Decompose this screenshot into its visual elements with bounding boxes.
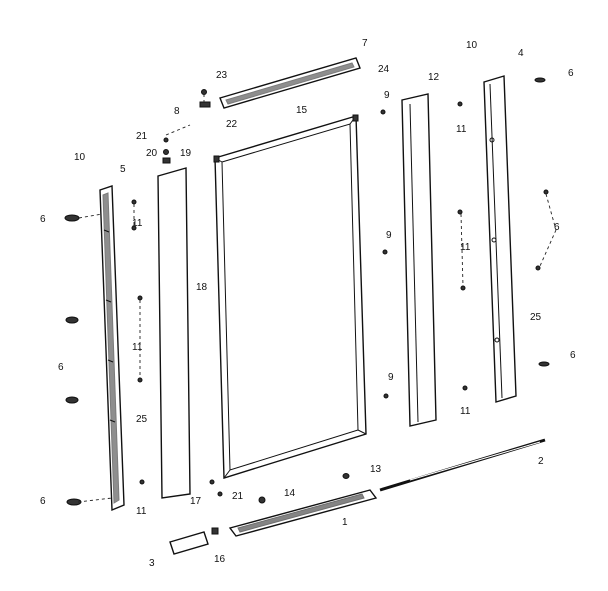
top-track-part: [199, 57, 361, 109]
label-16: 16: [214, 554, 226, 565]
right-strike-part: [483, 75, 517, 403]
bottom-rod-part: [379, 438, 546, 492]
label-14: 14: [284, 488, 296, 499]
label-11b: 11: [132, 342, 143, 353]
label-12: 12: [428, 72, 440, 83]
hanger-parts: [162, 124, 223, 497]
label-13: 13: [370, 464, 382, 475]
label-15: 15: [296, 105, 308, 116]
label-9a: 9: [384, 90, 390, 101]
label-21a: 21: [136, 131, 148, 142]
right-screws: [534, 77, 557, 367]
label-7: 7: [362, 38, 368, 49]
label-21b: 21: [232, 491, 244, 502]
label-9b: 9: [386, 230, 392, 241]
label-6b: 6: [58, 362, 64, 373]
label-10b: 10: [466, 40, 478, 51]
label-11d: 11: [456, 124, 467, 135]
door-panel-part: [157, 167, 191, 499]
label-2: 2: [538, 456, 544, 467]
label-11a: 11: [132, 218, 143, 229]
glass-frame-part: [213, 114, 367, 479]
bottom-sill-part: [228, 489, 378, 537]
small-parts: [169, 473, 350, 555]
label-6a: 6: [40, 214, 46, 225]
label-20: 20: [146, 148, 158, 159]
label-10a: 10: [74, 152, 86, 163]
label-4: 4: [518, 48, 524, 59]
label-25a: 25: [136, 414, 148, 425]
right-jamb-part: [401, 93, 437, 427]
label-6e: 6: [554, 222, 560, 233]
label-6d: 6: [568, 68, 574, 79]
label-23: 23: [216, 70, 228, 81]
label-11f: 11: [460, 406, 471, 417]
part-number-labels: 1 2 3 4 5 6 6 6 6 6 6 7 8 9 9 9 10 10 11…: [40, 38, 576, 569]
label-5: 5: [120, 164, 126, 175]
label-11c: 11: [136, 506, 147, 517]
label-19: 19: [180, 148, 192, 159]
label-17: 17: [190, 496, 202, 507]
left-fasteners: [131, 199, 145, 485]
label-11e: 11: [460, 242, 471, 253]
label-8: 8: [174, 106, 180, 117]
label-1: 1: [342, 517, 348, 528]
label-6f: 6: [570, 350, 576, 361]
label-18: 18: [196, 282, 208, 293]
label-25b: 25: [530, 312, 542, 323]
left-jamb-part: [99, 185, 125, 512]
label-9c: 9: [388, 372, 394, 383]
label-22: 22: [226, 119, 238, 130]
label-6c: 6: [40, 496, 46, 507]
label-3: 3: [149, 558, 155, 569]
label-24: 24: [378, 64, 390, 75]
left-screws: [64, 213, 113, 506]
right-fasteners: [380, 101, 468, 399]
